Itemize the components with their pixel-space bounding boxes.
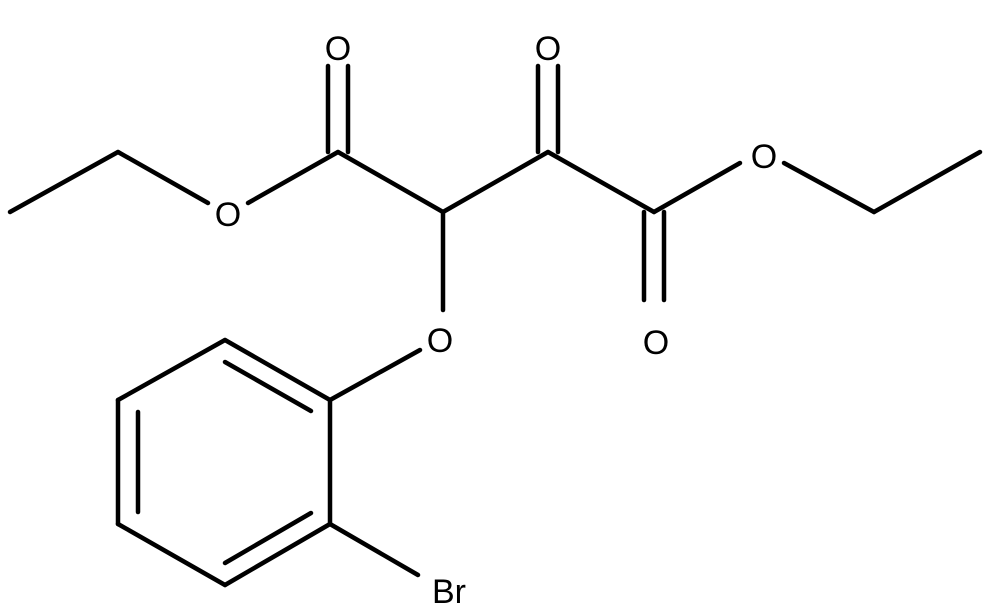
bond-o-aryl — [327, 347, 423, 403]
bond-ch2-o-left — [115, 149, 211, 206]
bond-c-ketone-c-ester-right — [545, 149, 657, 215]
bond-ring-5-inner — [222, 510, 314, 566]
bond-ring-1-inner — [222, 359, 314, 414]
bond-o-ch2-right — [781, 160, 877, 215]
bond-c-ester-o-right — [651, 160, 743, 215]
bond-c-br — [327, 521, 421, 578]
bonds — [7, 63, 983, 588]
atom-o-aryl-ether: O — [427, 322, 453, 360]
atom-o-ester-carbonyl-left: O — [325, 30, 351, 68]
bond-ch3-ch2-left — [7, 149, 121, 215]
bond-ring-4 — [115, 521, 228, 588]
atom-labels: O O O O O O Br — [215, 30, 777, 611]
bond-c-ester-ch-left — [335, 149, 446, 215]
bond-o-c-ester-left — [245, 149, 341, 206]
atom-o-ketone: O — [535, 30, 561, 68]
bond-ring-5 — [222, 521, 333, 588]
bond-ring-2 — [115, 337, 228, 403]
atom-o-ester-left: O — [215, 196, 241, 234]
bond-ring-1 — [222, 337, 333, 403]
atom-br: Br — [432, 573, 466, 611]
atom-o-ester-carbonyl-right: O — [643, 324, 669, 362]
atom-o-ester-right: O — [751, 138, 777, 176]
bond-ch2-ch3-right — [871, 149, 983, 215]
bond-ch-c-ketone — [440, 149, 551, 215]
